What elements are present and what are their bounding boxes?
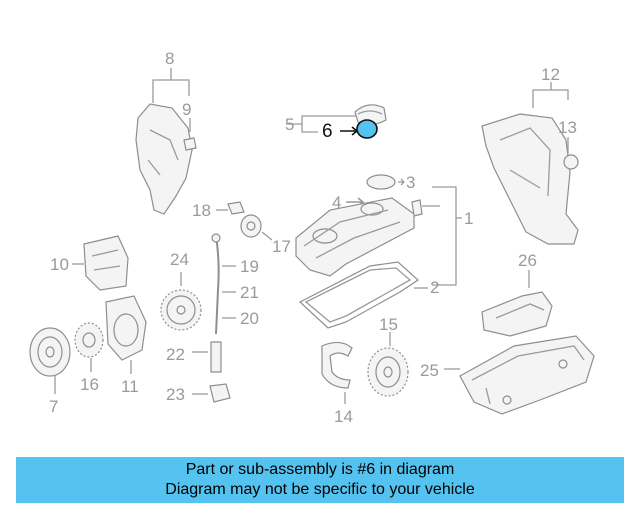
bearing-shell bbox=[321, 341, 353, 389]
crank-sprocket bbox=[160, 289, 202, 331]
banner-line-2: Diagram may not be specific to your vehi… bbox=[165, 481, 475, 498]
idler-pulley bbox=[240, 214, 262, 238]
callout-19: 19 bbox=[240, 257, 259, 276]
callout-11: 11 bbox=[121, 377, 139, 396]
callout-1: 1 bbox=[464, 209, 473, 228]
bracket bbox=[83, 235, 129, 291]
callout-9: 9 bbox=[182, 100, 191, 119]
callout-21: 21 bbox=[240, 283, 259, 302]
callout-14: 14 bbox=[334, 407, 353, 426]
banner-line-1: Part or sub-assembly is #6 in diagram bbox=[185, 461, 455, 478]
callout-2: 2 bbox=[430, 278, 439, 297]
callout-4: 4 bbox=[332, 193, 341, 212]
callout-12: 12 bbox=[541, 65, 560, 84]
valve-cover-gasket bbox=[298, 261, 419, 329]
gasket-ring bbox=[366, 174, 396, 190]
callout-15: 15 bbox=[379, 315, 398, 334]
timing-cover-upper bbox=[135, 103, 197, 215]
callout-5: 5 bbox=[285, 115, 294, 134]
callout-20: 20 bbox=[240, 309, 259, 328]
oil-pan bbox=[459, 335, 595, 415]
callout-13: 13 bbox=[558, 118, 577, 137]
timing-gear bbox=[74, 322, 104, 358]
parts-diagram: 8 9 5 6 12 13 4 3 1 2 18 bbox=[29, 49, 595, 426]
seal-housing bbox=[105, 295, 147, 361]
valve-cover bbox=[295, 197, 415, 277]
callout-24: 24 bbox=[170, 250, 189, 269]
info-banner: Part or sub-assembly is #6 in diagram Di… bbox=[16, 457, 624, 503]
camshaft-gear bbox=[367, 347, 409, 397]
callout-8: 8 bbox=[165, 49, 174, 68]
callout-26: 26 bbox=[518, 251, 537, 270]
callout-23: 23 bbox=[166, 385, 185, 404]
callout-10: 10 bbox=[50, 255, 69, 274]
sensor bbox=[227, 201, 245, 215]
tube bbox=[210, 341, 222, 373]
callout-17: 17 bbox=[272, 237, 291, 256]
callout-3: 3 bbox=[406, 173, 415, 192]
callout-7: 7 bbox=[49, 397, 58, 416]
timing-cover-rear bbox=[481, 113, 579, 245]
highlighted-part-6-seal[interactable] bbox=[356, 119, 378, 139]
callout-25: 25 bbox=[420, 361, 439, 380]
crank-pulley bbox=[29, 327, 71, 377]
callout-16: 16 bbox=[80, 375, 99, 394]
callout-22: 22 bbox=[166, 345, 185, 364]
drain-plug bbox=[209, 383, 231, 403]
oil-baffle bbox=[481, 291, 553, 337]
callout-18: 18 bbox=[192, 201, 211, 220]
callout-6: 6 bbox=[322, 121, 333, 142]
